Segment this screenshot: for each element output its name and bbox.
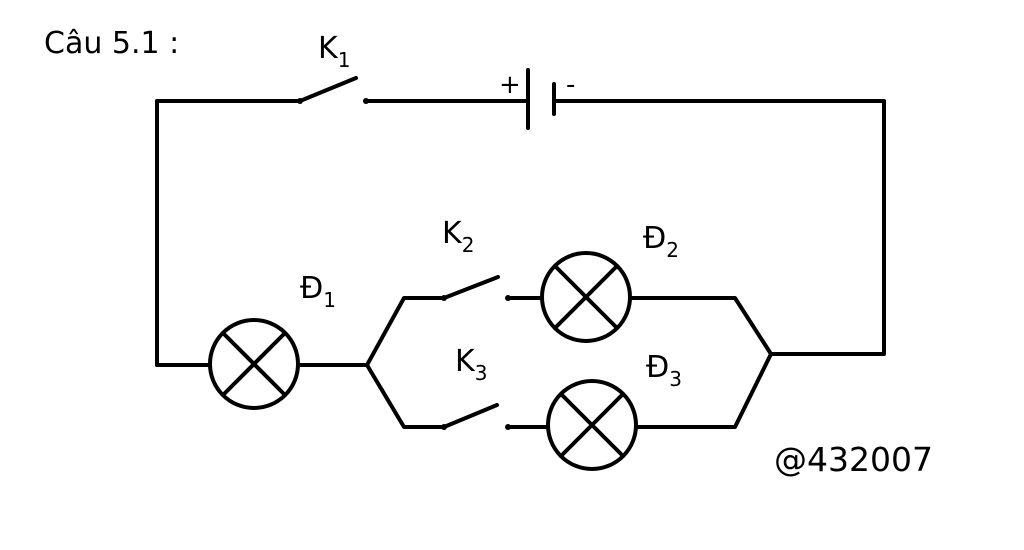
- switch-k1-blade: [298, 76, 358, 103]
- wire-d3-right: [634, 352, 773, 429]
- switch-k2-label: K2: [442, 216, 475, 257]
- lamp-d3-cross: [559, 392, 625, 458]
- switch-k1-label: K1: [318, 31, 351, 72]
- watermark-text: @432007: [774, 440, 933, 479]
- lamp-d2-cross: [553, 264, 619, 330]
- lamp-d1-cross: [221, 331, 287, 397]
- switch-k1-contact: [297, 98, 303, 104]
- battery-minus-sign: -: [566, 70, 576, 100]
- switch-k3-blade: [442, 403, 499, 429]
- switch-k2-blade: [442, 275, 500, 300]
- wire-fork-upper: [365, 296, 446, 367]
- question-label: Câu 5.1 :: [44, 26, 180, 61]
- lamp-d3-label: Đ3: [646, 350, 682, 391]
- lamp-d2-label: Đ2: [643, 221, 679, 262]
- wire-battery-right: [552, 99, 886, 356]
- switch-k3-contact: [441, 424, 447, 430]
- switch-k3-label: K3: [455, 344, 488, 385]
- wire-d2-right: [628, 296, 773, 356]
- wire-fork-lower: [365, 363, 446, 429]
- battery-plus-sign: +: [499, 70, 521, 100]
- switch-k2-contact: [441, 295, 447, 301]
- wire-left-top: [155, 99, 302, 367]
- lamp-d1-label: Đ1: [300, 271, 336, 312]
